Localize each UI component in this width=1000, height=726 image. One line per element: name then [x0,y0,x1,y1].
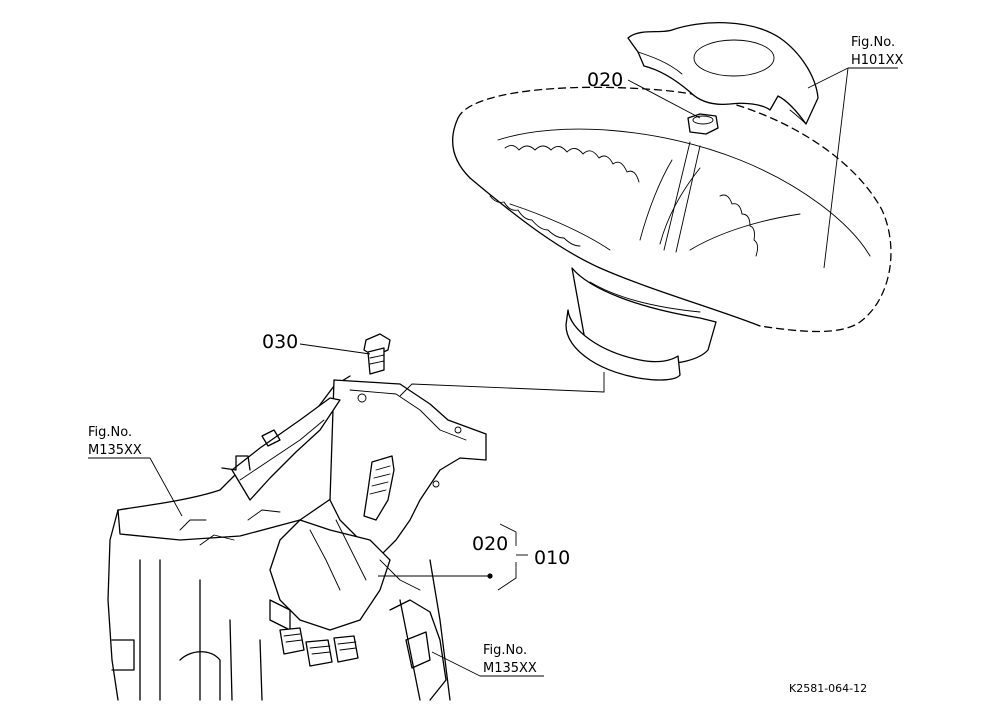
ref-fig-bottom: M135XX [483,661,537,676]
leader-lines [88,67,898,677]
label-part-020-top: 020 [587,69,623,91]
steering-column-frame [107,375,487,701]
drawing-code: K2581-064-12 [789,682,867,695]
ref-fig-left: M135XX [88,443,142,458]
ref-fig-no-top: Fig.No. [851,35,895,50]
horn-cap [627,21,819,125]
label-part-020-group: 020 [472,533,508,555]
ref-fig-no-bottom: Fig.No. [483,643,527,658]
nut-020 [687,113,719,135]
bolt-030 [363,333,391,375]
ref-fig-no-left: Fig.No. [88,425,132,440]
label-part-030: 030 [262,331,298,353]
label-part-010: 010 [534,547,570,569]
ref-fig-top: H101XX [851,53,903,68]
steering-wheel [452,86,892,381]
